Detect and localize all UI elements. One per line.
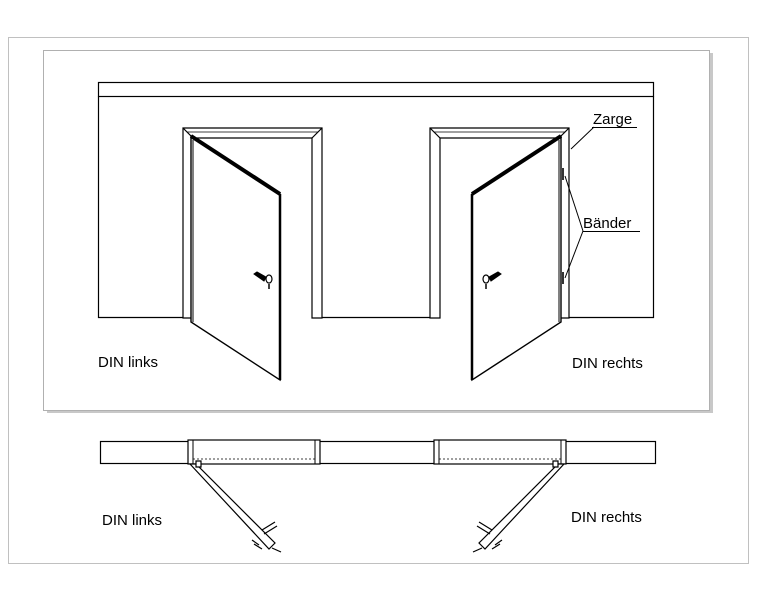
right-door-leaf-plan (472, 460, 566, 553)
wall-plan (99, 440, 657, 465)
din-rechts-plan-label: DIN rechts (571, 509, 642, 526)
din-rechts-elevation-label: DIN rechts (572, 355, 643, 372)
elevation-panel (43, 50, 713, 413)
right-door-leaf (470, 134, 564, 382)
wall-elevation (97, 81, 655, 319)
din-links-plan-label: DIN links (102, 512, 162, 529)
outer-border (8, 37, 749, 564)
din-links-elevation-label: DIN links (98, 354, 158, 371)
left-door-handle-icon (253, 271, 273, 289)
frame-callout-label: Zarge (593, 111, 632, 128)
right-opening-plan (433, 439, 567, 465)
left-door-leaf-plan (188, 460, 282, 553)
left-door-leaf (189, 134, 282, 382)
left-opening-plan (187, 439, 321, 465)
callout-lines (564, 126, 640, 279)
right-door-handle-icon (482, 271, 502, 289)
hinges-callout-label: Bänder (583, 215, 631, 232)
